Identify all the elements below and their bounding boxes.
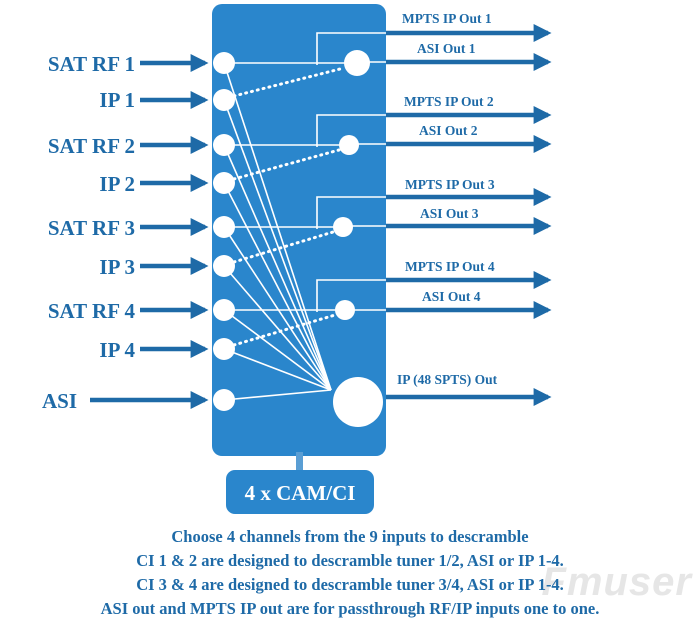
output-label-mpts-ip-out-3: MPTS IP Out 3 bbox=[405, 177, 495, 192]
output-lines bbox=[316, 24, 552, 406]
cam-connector bbox=[296, 452, 303, 470]
watermark-logo: Fmuser bbox=[541, 560, 692, 604]
output-label-mpts-ip-out-4: MPTS IP Out 4 bbox=[405, 259, 495, 274]
dotted-link-2 bbox=[232, 148, 341, 181]
output-label-mpts-ip-out-2: MPTS IP Out 2 bbox=[404, 94, 494, 109]
passthrough-node-1 bbox=[344, 50, 370, 76]
input-arrows bbox=[90, 54, 209, 409]
output-label-mpts-ip-out-1: MPTS IP Out 1 bbox=[402, 11, 492, 26]
input-node-sat-rf-2 bbox=[213, 134, 235, 156]
route-line-ip-1 bbox=[223, 99, 332, 391]
input-node-sat-rf-3 bbox=[213, 216, 235, 238]
mpts-riser-1 bbox=[316, 32, 386, 65]
input-node-ip-1 bbox=[213, 89, 235, 111]
input-label-asi: ASI bbox=[42, 389, 77, 413]
mpts-riser-3 bbox=[316, 196, 386, 229]
input-label-ip-3: IP 3 bbox=[99, 255, 135, 279]
output-label-asi-out-1: ASI Out 1 bbox=[417, 41, 476, 56]
output-label-asi-out-2: ASI Out 2 bbox=[419, 123, 478, 138]
output-label-asi-out-4: ASI Out 4 bbox=[422, 289, 481, 304]
route-line-ip-3 bbox=[223, 265, 332, 391]
caption-line-3: CI 3 & 4 are designed to descramble tune… bbox=[136, 575, 564, 594]
input-node-ip-2 bbox=[213, 172, 235, 194]
passthrough-node-2 bbox=[339, 135, 359, 155]
route-line-asi bbox=[223, 389, 332, 401]
caption-line-2: CI 1 & 2 are designed to descramble tune… bbox=[136, 551, 564, 570]
input-node-ip-3 bbox=[213, 255, 235, 277]
input-node-ip-4 bbox=[213, 338, 235, 360]
route-line-ip-2 bbox=[223, 182, 332, 391]
input-label-ip-2: IP 2 bbox=[99, 172, 135, 196]
passthrough-nodes bbox=[333, 50, 370, 320]
caption-line-4: ASI out and MPTS IP out are for passthro… bbox=[100, 599, 600, 618]
descramble-routing-lines bbox=[223, 62, 357, 401]
mpts-riser-4 bbox=[316, 279, 386, 312]
passthrough-dotted-links bbox=[232, 66, 346, 347]
input-nodes bbox=[213, 52, 235, 411]
input-label-ip-4: IP 4 bbox=[99, 338, 135, 362]
passthrough-node-3 bbox=[333, 217, 353, 237]
route-line-sat-rf-4 bbox=[223, 309, 332, 391]
dotted-link-3 bbox=[232, 230, 335, 264]
cam-ci-box bbox=[226, 470, 374, 514]
route-line-sat-rf-2 bbox=[223, 144, 332, 391]
input-label-sat-rf-4: SAT RF 4 bbox=[48, 299, 136, 323]
input-label-ip-1: IP 1 bbox=[99, 88, 135, 112]
spts-output-node bbox=[333, 377, 383, 427]
input-node-sat-rf-4 bbox=[213, 299, 235, 321]
input-label-sat-rf-3: SAT RF 3 bbox=[48, 216, 135, 240]
output-label-asi-out-3: ASI Out 3 bbox=[420, 206, 479, 221]
output-label-ip-48-spts-out: IP (48 SPTS) Out bbox=[397, 372, 498, 387]
dotted-link-1 bbox=[232, 66, 346, 98]
mpts-riser-2 bbox=[316, 114, 386, 147]
input-label-sat-rf-1: SAT RF 1 bbox=[48, 52, 135, 76]
input-node-asi bbox=[213, 389, 235, 411]
input-label-sat-rf-2: SAT RF 2 bbox=[48, 134, 135, 158]
route-line-sat-rf-3 bbox=[223, 226, 332, 391]
processor-box bbox=[212, 4, 386, 456]
cam-ci-label: 4 x CAM/CI bbox=[245, 481, 356, 505]
caption-line-1: Choose 4 channels from the 9 inputs to d… bbox=[171, 527, 529, 546]
passthrough-node-4 bbox=[335, 300, 355, 320]
route-line-ip-4 bbox=[223, 348, 332, 391]
input-node-sat-rf-1 bbox=[213, 52, 235, 74]
dotted-link-4 bbox=[232, 313, 337, 347]
